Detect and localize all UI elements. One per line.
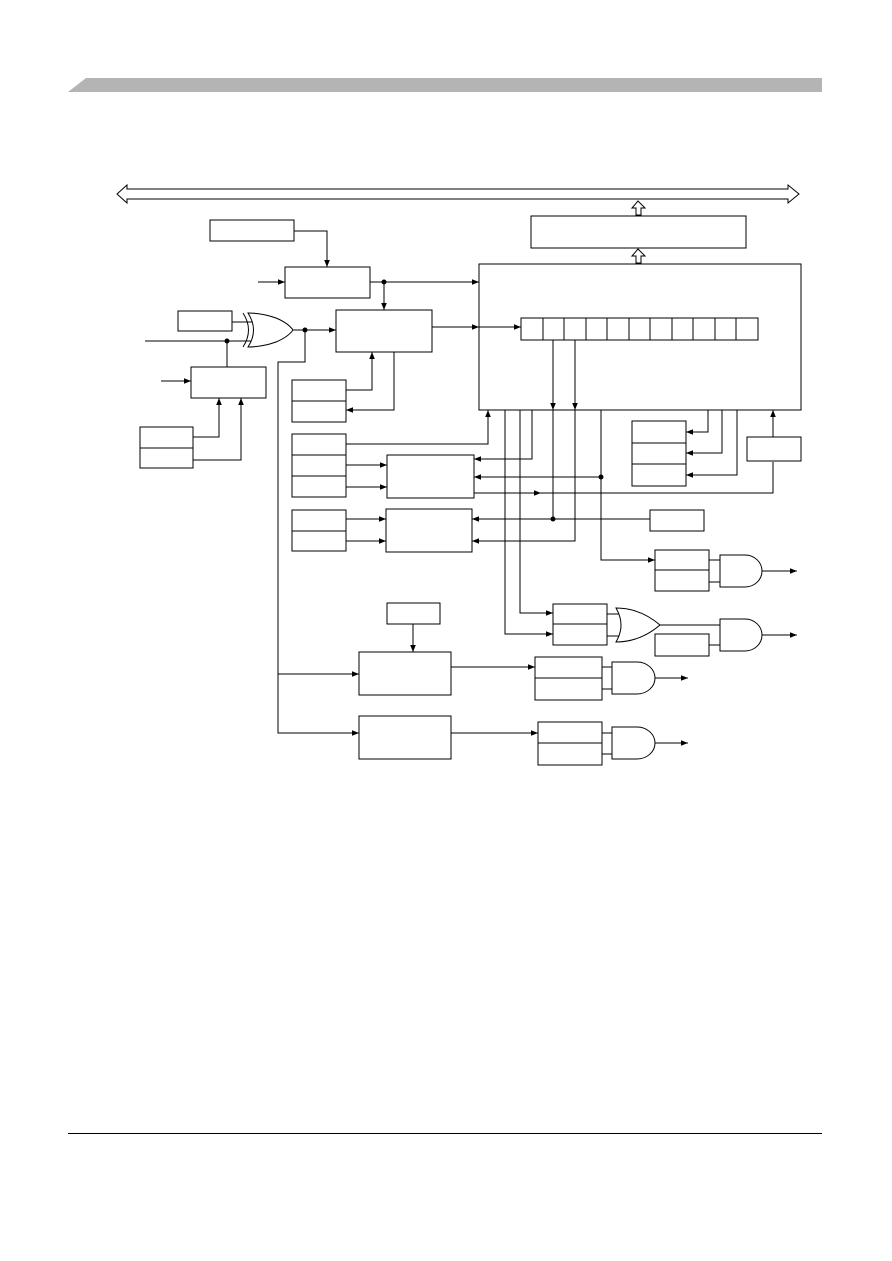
clock-source-block	[209, 219, 295, 242]
wire	[346, 352, 395, 413]
comparator-block-2	[385, 508, 473, 553]
status-register	[631, 420, 687, 487]
wire	[504, 410, 553, 637]
enable-block	[654, 633, 710, 657]
xor-gate	[242, 312, 294, 348]
wire	[474, 462, 774, 494]
polarity-block	[177, 310, 233, 332]
timer-block-1	[358, 651, 452, 696]
edge-detect-block	[190, 366, 267, 399]
wire	[600, 410, 655, 563]
counter-control-block	[335, 309, 433, 353]
wire	[277, 330, 359, 736]
and-gate-4	[611, 726, 656, 760]
and-gate-2	[719, 618, 763, 652]
junction-dot	[550, 516, 556, 522]
comparator-block-1	[386, 454, 475, 499]
internal-bus	[116, 183, 800, 205]
footer-rule	[68, 1133, 822, 1134]
and-gate-1	[719, 554, 763, 588]
header-bar	[68, 78, 822, 92]
timer-block-2	[358, 715, 452, 760]
header-band	[68, 78, 822, 92]
bus-up-arrow-bottom	[630, 248, 647, 264]
read-buffer-block	[530, 215, 747, 249]
wire	[472, 410, 576, 544]
wire	[686, 410, 738, 478]
wire	[686, 410, 723, 456]
and-gate-3	[611, 661, 656, 695]
wire	[193, 398, 222, 438]
wire	[686, 410, 709, 435]
control-register	[291, 433, 347, 498]
wire	[346, 410, 491, 445]
prescaler-block	[284, 266, 371, 299]
wire	[294, 230, 330, 267]
clock-select-block	[386, 602, 441, 625]
or-gate	[615, 607, 661, 643]
small-input-block	[649, 509, 705, 532]
wire	[193, 398, 244, 461]
register-cells	[520, 317, 759, 341]
wire	[346, 352, 375, 391]
clear-control-block	[746, 436, 802, 462]
wire	[519, 410, 553, 616]
bus-up-arrow-top	[630, 200, 647, 216]
wire	[474, 410, 533, 462]
